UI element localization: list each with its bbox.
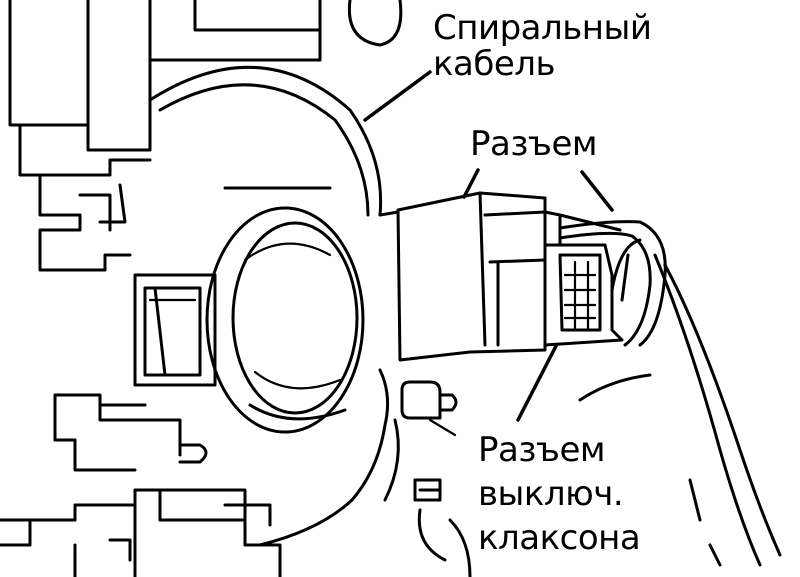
horn-connector-label-line3: клаксона xyxy=(478,518,641,558)
bottom-right-bracket xyxy=(413,478,472,577)
horn-connector-label-line1: Разъем xyxy=(478,430,606,470)
horn-connector-leader xyxy=(516,344,558,422)
left-bracket xyxy=(18,123,152,272)
wiring-harness xyxy=(558,220,782,567)
lower-bracket xyxy=(53,393,208,472)
upper-housing xyxy=(8,0,403,152)
spiral-cable-label-line2: кабель xyxy=(433,44,556,84)
bottom-mechanism xyxy=(0,488,282,577)
spiral-cable-label: Спиральный кабель xyxy=(433,8,652,84)
connector-leader xyxy=(462,168,480,199)
connector-label: Разъем xyxy=(470,124,598,164)
spiral-cable-leader xyxy=(363,70,432,122)
spiral-cable-label-line1: Спиральный xyxy=(433,8,652,48)
horn-connector-label-line2: выключ. xyxy=(478,474,624,514)
connector-block xyxy=(396,191,624,362)
small-pin xyxy=(400,380,458,420)
connector-leader-2 xyxy=(580,170,614,212)
spiral-cable-housing xyxy=(148,65,457,547)
shaft-opening xyxy=(205,186,365,434)
leader-lines xyxy=(363,70,614,422)
left-clip xyxy=(133,273,217,387)
horn-connector-label: Разъем выключ. клаксона xyxy=(478,428,641,560)
